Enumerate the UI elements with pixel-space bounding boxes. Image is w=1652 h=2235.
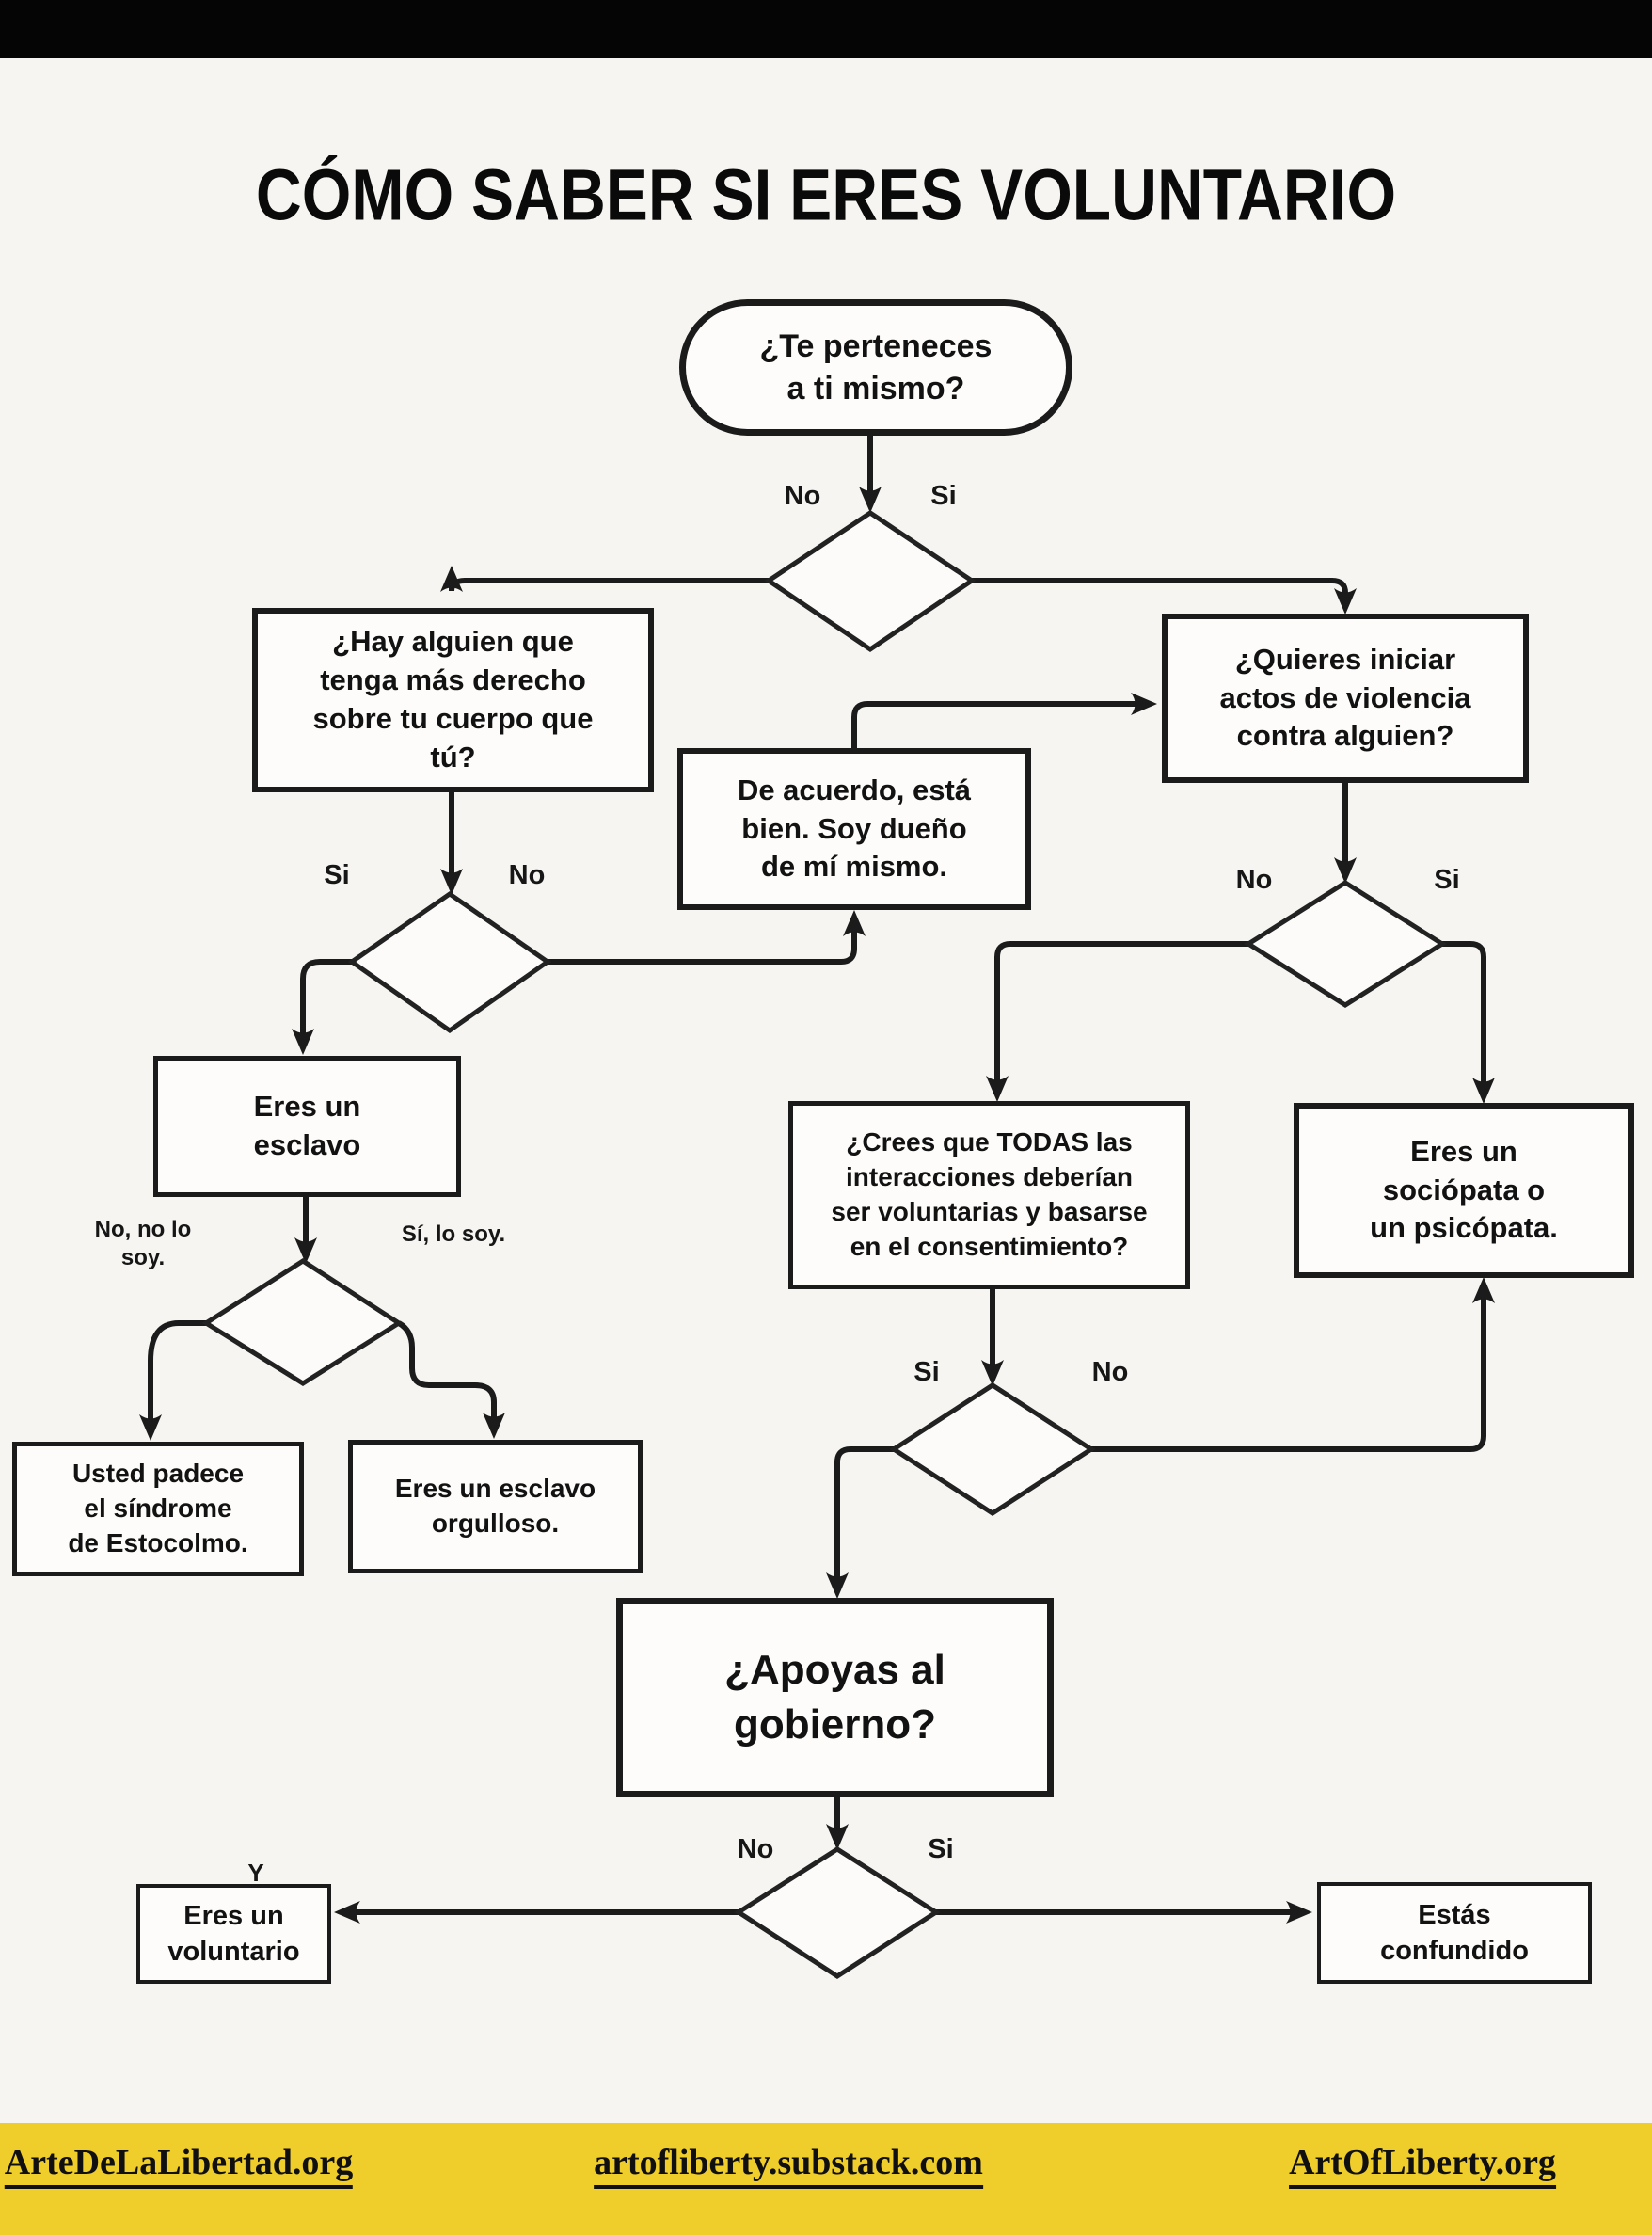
footer-bar: ArteDeLaLibertad.org artofliberty.substa… (0, 2123, 1652, 2235)
footer-link-artedelalibertad[interactable]: ArteDeLaLibertad.org (4, 2142, 354, 2189)
node-de-acuerdo: De acuerdo, está bien. Soy dueño de mí m… (677, 748, 1031, 910)
page-title: CÓMO SABER SI ERES VOLUNTARIO (255, 154, 1397, 236)
node-confundido: Estás confundido (1317, 1882, 1592, 1984)
branch-label-d6-no: No (737, 1833, 774, 1864)
decision-diamond-1 (764, 509, 977, 653)
node-apoyas-gobierno: ¿Apoyas al gobierno? (616, 1598, 1054, 1797)
footer-link-substack[interactable]: artofliberty.substack.com (594, 2142, 983, 2189)
node-eres-esclavo: Eres un esclavo (153, 1056, 461, 1197)
y-artifact-mark: Y (247, 1858, 264, 1887)
branch-label-d3-no: No, no lo soy. (94, 1217, 192, 1270)
node-esclavo-orgulloso: Eres un esclavo orgulloso. (348, 1440, 643, 1573)
decision-diamond-5 (889, 1382, 1096, 1516)
decision-diamond-6 (734, 1846, 941, 1979)
node-sociopata: Eres un sociópata o un psicópata. (1294, 1103, 1634, 1278)
branch-label-d4-si: Si (1434, 864, 1460, 895)
node-quieres-iniciar: ¿Quieres iniciar actos de violencia cont… (1162, 614, 1529, 783)
top-black-bar (0, 0, 1652, 58)
node-hay-alguien: ¿Hay alguien que tenga más derecho sobre… (252, 608, 654, 792)
decision-diamond-3 (201, 1258, 404, 1386)
branch-label-d1-si: Si (930, 480, 957, 511)
node-start: ¿Te perteneces a ti mismo? (679, 299, 1072, 436)
node-sindrome-estocolmo: Usted padece el síndrome de Estocolmo. (12, 1442, 304, 1576)
branch-label-d6-si: Si (928, 1833, 954, 1864)
branch-label-d1-no: No (784, 480, 821, 511)
branch-label-d5-no: No (1091, 1356, 1129, 1387)
branch-label-d5-si: Si (913, 1356, 940, 1387)
branch-label-d4-no: No (1235, 864, 1273, 895)
decision-diamond-4 (1244, 880, 1447, 1008)
footer-link-artofliberty[interactable]: ArtOfLiberty.org (1289, 2142, 1556, 2189)
decision-diamond-2 (347, 890, 552, 1034)
branch-label-d3-si: Sí, lo soy. (401, 1221, 506, 1247)
branch-label-d2-si: Si (324, 859, 350, 890)
node-crees-todas: ¿Crees que TODAS las interacciones deber… (788, 1101, 1190, 1289)
node-voluntario: Eres un voluntario (136, 1884, 331, 1984)
branch-label-d2-no: No (508, 859, 546, 890)
